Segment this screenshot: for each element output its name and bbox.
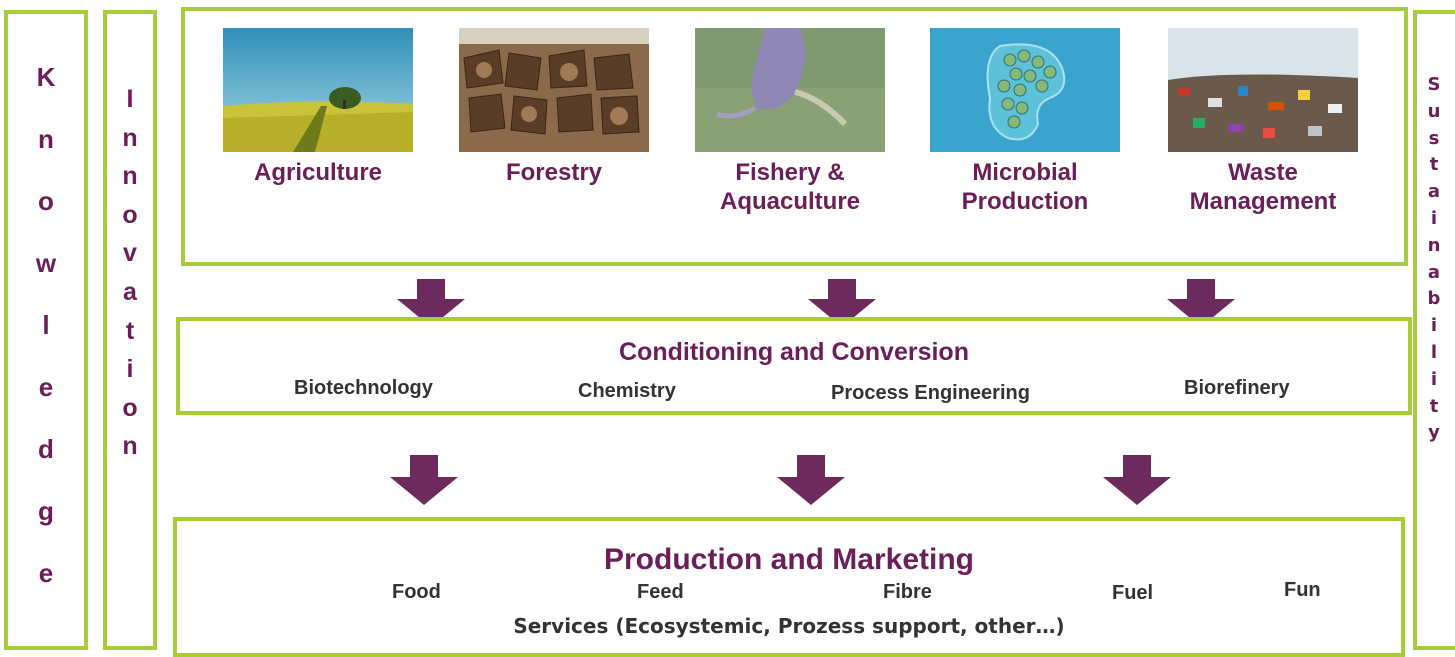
- source-label: Waste Management: [1168, 158, 1358, 216]
- production-title: Production and Marketing: [603, 543, 975, 576]
- source-label-line: Waste: [1228, 159, 1298, 186]
- source-label: Fishery & Aquaculture: [695, 158, 885, 216]
- sustainability-letter: a: [1427, 181, 1441, 203]
- sustainability-letter: u: [1427, 100, 1441, 122]
- source-agriculture: Agriculture: [223, 28, 413, 187]
- production-item: Fun: [1284, 579, 1321, 601]
- conditioning-item: Chemistry: [578, 380, 676, 402]
- agriculture-image: [223, 28, 413, 152]
- innovation-column: I n n o v a t i o n: [103, 10, 157, 650]
- conditioning-box: Conditioning and Conversion Biotechnolog…: [176, 317, 1412, 415]
- source-label-line: Agriculture: [253, 159, 382, 186]
- sustainability-letter: b: [1427, 288, 1441, 310]
- source-microbial: Microbial Production: [930, 28, 1120, 216]
- source-label-line: Forestry: [505, 159, 603, 186]
- innovation-letter: n: [122, 432, 138, 461]
- knowledge-letter: e: [38, 372, 54, 402]
- source-label: Microbial Production: [930, 158, 1120, 216]
- sources-box: Agriculture Forestry: [181, 7, 1408, 266]
- sustainability-letter: i: [1430, 368, 1438, 390]
- knowledge-column: K n o w l e d g e: [4, 10, 88, 650]
- knowledge-letter: w: [35, 248, 57, 278]
- source-label: Forestry: [459, 158, 649, 187]
- down-arrow-icon: [1103, 455, 1171, 505]
- conditioning-item: Biotechnology: [294, 377, 433, 399]
- knowledge-letter: g: [38, 496, 54, 526]
- innovation-letter: t: [125, 316, 135, 345]
- production-item: Food: [392, 581, 441, 603]
- down-arrow-icon: [777, 455, 845, 505]
- innovation-letter: n: [122, 123, 138, 152]
- down-arrow-icon: [397, 279, 465, 327]
- knowledge-letter: K: [36, 62, 56, 92]
- innovation-letter: I: [126, 85, 134, 113]
- microbial-image: [930, 28, 1120, 152]
- sustainability-letter: t: [1429, 395, 1439, 417]
- services-line: Services (Ecosystemic, Prozess support, …: [513, 614, 1065, 638]
- source-label: Agriculture: [223, 158, 413, 187]
- innovation-letter: v: [123, 239, 137, 268]
- source-label-line: Microbial: [972, 159, 1078, 186]
- source-label-line: Production: [961, 188, 1089, 215]
- fishery-image: [695, 28, 885, 152]
- conditioning-item: Process Engineering: [831, 382, 1030, 404]
- source-label-line: Management: [1189, 188, 1337, 215]
- sustainability-letter: i: [1430, 315, 1438, 337]
- knowledge-letter: n: [38, 124, 54, 154]
- sustainability-column: S u s t a i n a b i l i t y: [1413, 10, 1455, 650]
- production-item: Feed: [637, 581, 684, 603]
- forestry-image: [459, 28, 649, 152]
- knowledge-letter: l: [42, 310, 50, 340]
- sustainability-text: S u s t a i n a b i l i t y: [1417, 72, 1451, 447]
- conditioning-title: Conditioning and Conversion: [619, 338, 969, 366]
- production-box: Production and Marketing Food Feed Fibre…: [173, 517, 1405, 657]
- sustainability-letter: S: [1427, 74, 1441, 95]
- production-item: Fuel: [1112, 582, 1154, 604]
- sustainability-letter: n: [1427, 234, 1441, 256]
- knowledge-letter: d: [38, 434, 54, 464]
- knowledge-letter: o: [38, 186, 54, 216]
- sustainability-letter: l: [1430, 341, 1438, 363]
- innovation-letter: o: [122, 200, 138, 229]
- source-fishery: Fishery & Aquaculture: [695, 28, 885, 216]
- source-label-line: Aquaculture: [719, 188, 860, 215]
- innovation-letter: o: [122, 393, 138, 422]
- sustainability-letter: y: [1428, 422, 1440, 444]
- innovation-letter: i: [126, 355, 134, 384]
- sustainability-letter: s: [1428, 127, 1440, 149]
- innovation-letter: n: [122, 162, 138, 191]
- sustainability-letter: i: [1430, 207, 1438, 229]
- source-forestry: Forestry: [459, 28, 649, 187]
- down-arrow-icon: [808, 279, 876, 327]
- source-waste: Waste Management: [1168, 28, 1358, 216]
- source-label-line: Fishery &: [735, 159, 845, 186]
- sustainability-letter: t: [1429, 154, 1439, 176]
- sustainability-letter: a: [1427, 261, 1441, 283]
- innovation-text: I n n o v a t i o n: [107, 84, 153, 470]
- waste-image: [1168, 28, 1358, 152]
- down-arrow-icon: [390, 455, 458, 505]
- production-item: Fibre: [883, 581, 932, 603]
- knowledge-letter: e: [38, 558, 54, 588]
- innovation-letter: a: [123, 277, 137, 306]
- knowledge-text: K n o w l e d g e: [8, 62, 84, 620]
- down-arrow-icon: [1167, 279, 1235, 327]
- conditioning-item: Biorefinery: [1184, 377, 1290, 399]
